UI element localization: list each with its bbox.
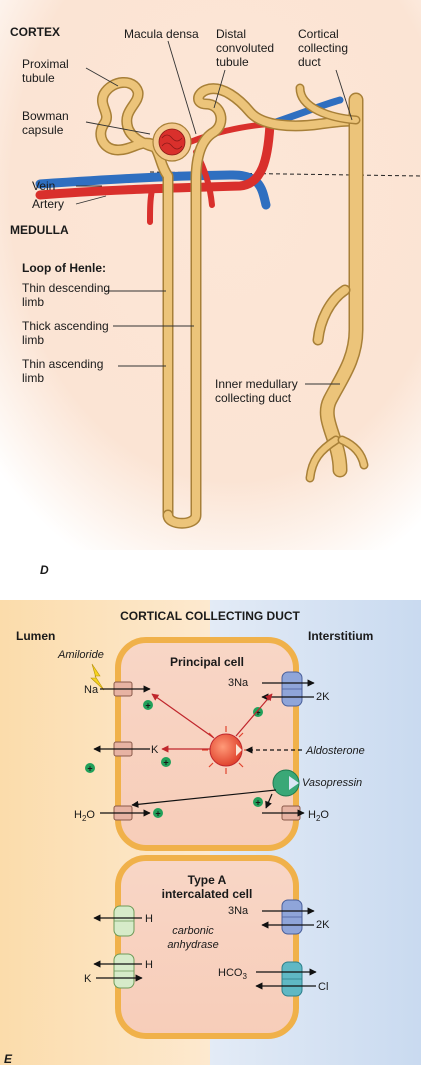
thin-desc-limb-label-1: Thin descending (22, 281, 110, 295)
interstitium-label: Interstitium (308, 629, 373, 643)
medulla-label: MEDULLA (10, 223, 69, 237)
thin-desc-limb-label-2: limb (22, 295, 44, 309)
plus-icon-na (143, 700, 153, 710)
artery-label: Artery (32, 197, 64, 211)
plus-vaso-sign: + (255, 798, 260, 808)
inner-cd-label-1: Inner medullary (215, 377, 298, 391)
aldosterone-receptor-icon (202, 726, 250, 774)
panel-d-letter: D (40, 563, 49, 577)
type-a-label-2: intercalated cell (162, 887, 253, 901)
vasopressin-to-aquaporin-arrow (131, 789, 277, 808)
artery-branch-down (147, 187, 155, 225)
panel-e-title: CORTICAL COLLECTING DUCT (120, 609, 300, 623)
plus-icon-pump (253, 707, 263, 717)
two-k-top-label: 2K (316, 691, 330, 703)
cortical-cd-label-3: duct (298, 55, 321, 69)
panel-d: CORTEX Proximal tubule Bowman capsule Ma… (0, 0, 421, 577)
lumen-label: Lumen (16, 629, 55, 643)
glomerulus-capillaries (161, 134, 183, 150)
na-label: Na (84, 684, 99, 696)
plus-k-left-sign: + (87, 764, 92, 774)
principal-cell (115, 637, 299, 851)
plus-k-right-sign: + (163, 758, 168, 768)
h2o-right-label: H2O (308, 809, 329, 823)
plus-icon-k-right (161, 757, 171, 767)
hco3-label: HCO3 (218, 967, 247, 981)
bowman-capsule-label-2: capsule (22, 123, 64, 137)
principal-cell-label: Principal cell (170, 655, 244, 669)
thin-asc-limb-label-2: limb (22, 371, 44, 385)
plus-icon-k-left (85, 763, 95, 773)
artery-vessel (35, 119, 275, 200)
three-na-top-label: 3Na (228, 677, 249, 689)
k-label: K (151, 744, 159, 756)
bowman-capsule-label-1: Bowman (22, 109, 69, 123)
k-bottom-label: K (84, 973, 92, 985)
loop-of-henle-title: Loop of Henle: (22, 261, 106, 275)
vasopressin-receptor-icon (272, 769, 300, 797)
plus-pump-sign: + (255, 708, 260, 718)
three-na-bottom-label: 3Na (228, 905, 249, 917)
h2o-left-label: H2O (74, 809, 95, 823)
plus-icon-h2o (153, 808, 163, 818)
aldosterone-label: Aldosterone (305, 745, 365, 757)
h-bottom-label: H (145, 959, 153, 971)
nephron (95, 77, 369, 529)
cl-label: Cl (318, 981, 328, 993)
plus-icon-vaso (253, 797, 263, 807)
panel-e: CORTICAL COLLECTING DUCT Lumen Interstit… (0, 600, 421, 1066)
lightning-bolt-icon (90, 663, 105, 691)
inner-cd-label-2: collecting duct (215, 391, 292, 405)
vasopressin-label: Vasopressin (302, 777, 362, 789)
glomerulus-shape (158, 128, 186, 156)
thick-asc-limb-label-2: limb (22, 333, 44, 347)
carbonic-anhydrase-label-1: carbonic (172, 925, 214, 937)
vasopressin-notch (289, 776, 299, 790)
aldosterone-to-pump-arrow (235, 693, 273, 737)
vein-label: Vein (32, 179, 55, 193)
panel-d-leaders (75, 40, 353, 385)
intercalated-cell (115, 855, 299, 1039)
carbonic-anhydrase-label-2: anhydrase (167, 939, 218, 951)
cortical-cd-label-2: collecting (298, 41, 348, 55)
proximal-tubule-label-1: Proximal (22, 57, 69, 71)
distal-tubule-label-1: Distal (216, 27, 246, 41)
panel-e-letter: E (4, 1052, 13, 1066)
proximal-tubule-label-2: tubule (22, 71, 55, 85)
plus-h2o-sign: + (155, 809, 160, 819)
thin-asc-limb-label-1: Thin ascending (22, 357, 103, 371)
two-k-bottom-label: 2K (316, 919, 330, 931)
aldosterone-to-na-arrow (151, 693, 215, 739)
cortex-label: CORTEX (10, 25, 60, 39)
na-k-pump-bottom (281, 899, 303, 935)
thick-asc-limb-label-1: Thick ascending (22, 319, 109, 333)
plus-na-sign: + (145, 701, 150, 711)
distal-tubule-label-2: convoluted (216, 41, 274, 55)
panel-d-labels: CORTEX Proximal tubule Bowman capsule Ma… (10, 25, 348, 577)
distal-tubule-label-3: tubule (216, 55, 249, 69)
amiloride-label: Amiloride (57, 649, 104, 661)
type-a-label-1: Type A (188, 873, 227, 887)
h-pump (113, 905, 135, 937)
na-k-pump-top (281, 671, 303, 707)
macula-densa-label: Macula densa (124, 27, 199, 41)
h-k-atpase (113, 953, 135, 989)
cortical-cd-label-1: Cortical (298, 27, 339, 41)
hco3-cl-exchanger (281, 961, 303, 997)
vasopressin-to-aquaporin-right (265, 793, 273, 809)
h-top-label: H (145, 913, 153, 925)
